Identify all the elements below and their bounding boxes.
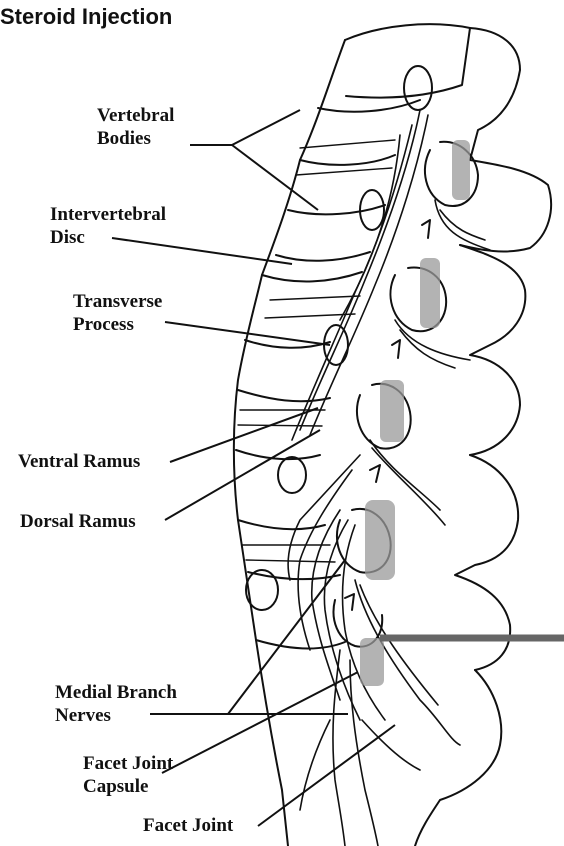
transverse-process-1: [404, 66, 432, 110]
label-vertebral-bodies: Vertebral Bodies: [97, 104, 174, 150]
spinous-process-2: [460, 245, 525, 455]
vertebral-body-l3b: [276, 252, 370, 261]
vertebral-body-l2: [318, 100, 420, 112]
label-transverse-process: Transverse Process: [73, 290, 162, 336]
vertebral-body-l3: [288, 205, 385, 214]
label-intervertebral-disc: Intervertebral Disc: [50, 203, 166, 249]
transverse-process-4: [278, 457, 306, 493]
spinous-process-1: [460, 28, 551, 251]
sacral-outline: [415, 670, 501, 846]
label-ventral-ramus: Ventral Ramus: [18, 450, 140, 473]
label-dorsal-ramus: Dorsal Ramus: [20, 510, 136, 533]
vertebral-body-l1: [345, 24, 470, 97]
label-medial-branch-nerves: Medial Branch Nerves: [55, 681, 177, 727]
label-facet-joint-capsule: Facet Joint Capsule: [83, 752, 173, 798]
page-title: Steroid Injection: [0, 4, 172, 30]
facet-joint-shading: [360, 140, 470, 686]
vertebral-body-l2b: [300, 155, 395, 165]
label-facet-joint: Facet Joint: [143, 814, 233, 837]
vertebral-body-s1: [238, 520, 325, 529]
vertebral-body-l4: [262, 272, 362, 281]
